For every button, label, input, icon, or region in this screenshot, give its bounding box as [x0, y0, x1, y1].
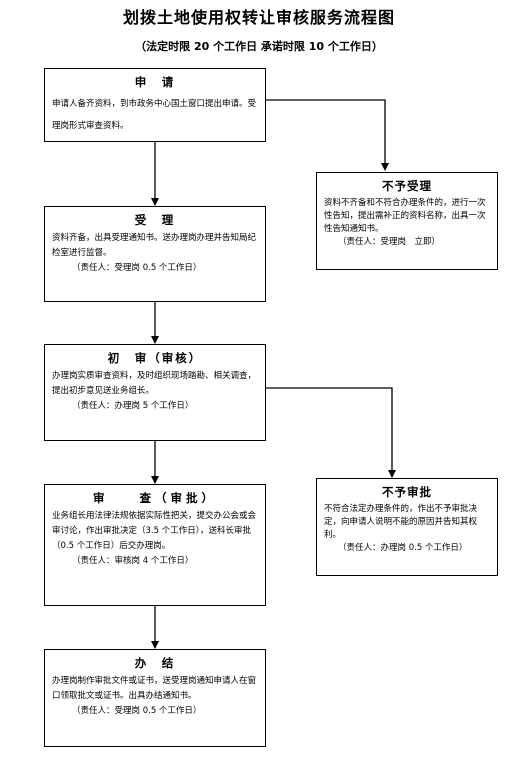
step-complete-box: 办 结 办理岗制作审批文件或证书，送受理岗通知申请人在窗口领取批文或证书。出具办…: [44, 649, 266, 747]
step-complete-body: 办理岗制作审批文件或证书，送受理岗通知申请人在窗口领取批文或证书。出具办结通知书…: [52, 676, 257, 701]
step-prelim-body: 办理岗实质审查资料，及时组织现场踏勘、相关调查，提出初步意见送业务组长。: [52, 371, 257, 396]
arrow-prelim-to-deny: [265, 387, 396, 478]
step-review-body: 业务组长用法律法规依据实际性把关，提交办公会或会审讨论，作出审批决定（3.5 个…: [52, 511, 257, 551]
step-apply-box: 申 请 申请人备齐资料，到市政务中心国土窗口提出申请。受理岗形式审查资料。: [44, 68, 266, 142]
step-review-title: 审 查（审批）: [93, 491, 217, 505]
step-review-box: 审 查（审批） 业务组长用法律法规依据实际性把关，提交办公会或会审讨论，作出审批…: [44, 484, 266, 606]
step-accept-box: 受 理 资料齐备，出具受理通知书。送办理岗办理并告知局纪检室进行监督。 （责任人…: [44, 206, 266, 302]
step-accept-title: 受 理: [134, 213, 176, 227]
page-subtitle: （法定时限 20 个工作日 承诺时限 10 个工作日）: [135, 40, 383, 53]
arrow-apply-to-reject: [265, 99, 389, 171]
step-prelim-title: 初 审（审核）: [107, 351, 203, 365]
step-accept-responsible: （责任人：受理岗 0.5 个工作日）: [72, 263, 202, 273]
step-review-responsible: （责任人：审核岗 4 个工作日）: [72, 556, 194, 566]
step-prelim-responsible: （责任人：办理岗 5 个工作日）: [72, 401, 194, 411]
step-complete-title: 办 结: [134, 656, 176, 670]
reject-accept-responsible: （责任人：受理岗 立即）: [338, 237, 441, 247]
step-apply-body: 申请人备齐资料，到市政务中心国土窗口提出申请。受理岗形式审查资料。: [52, 99, 257, 131]
reject-accept-title: 不予受理: [382, 179, 432, 193]
deny-approval-box: 不予审批 不符合法定办理条件的，作出不予审批决定，向申请人说明不能的原因并告知其…: [316, 478, 498, 576]
step-apply-title: 申 请: [134, 75, 176, 89]
step-accept-body: 资料齐备，出具受理通知书。送办理岗办理并告知局纪检室进行监督。: [52, 233, 257, 258]
deny-approval-body: 不符合法定办理条件的，作出不予审批决定，向申请人说明不能的原因并告知其权利。: [324, 504, 478, 540]
reject-accept-body: 资料不齐备和不符合办理条件的，进行一次性告知，提出需补正的资料名称，出具一次性告…: [324, 198, 486, 234]
step-prelim-box: 初 审（审核） 办理岗实质审查资料，及时组织现场踏勘、相关调查，提出初步意见送业…: [44, 344, 266, 441]
deny-approval-title: 不予审批: [382, 485, 432, 499]
page-title: 划拨土地使用权转让审核服务流程图: [122, 8, 395, 27]
reject-accept-box: 不予受理 资料不齐备和不符合办理条件的，进行一次性告知，提出需补正的资料名称，出…: [316, 172, 498, 270]
deny-approval-responsible: （责任人：办理岗 0.5 个工作日）: [338, 543, 468, 553]
step-complete-responsible: （责任人：受理岗 0.5 个工作日）: [72, 706, 202, 716]
